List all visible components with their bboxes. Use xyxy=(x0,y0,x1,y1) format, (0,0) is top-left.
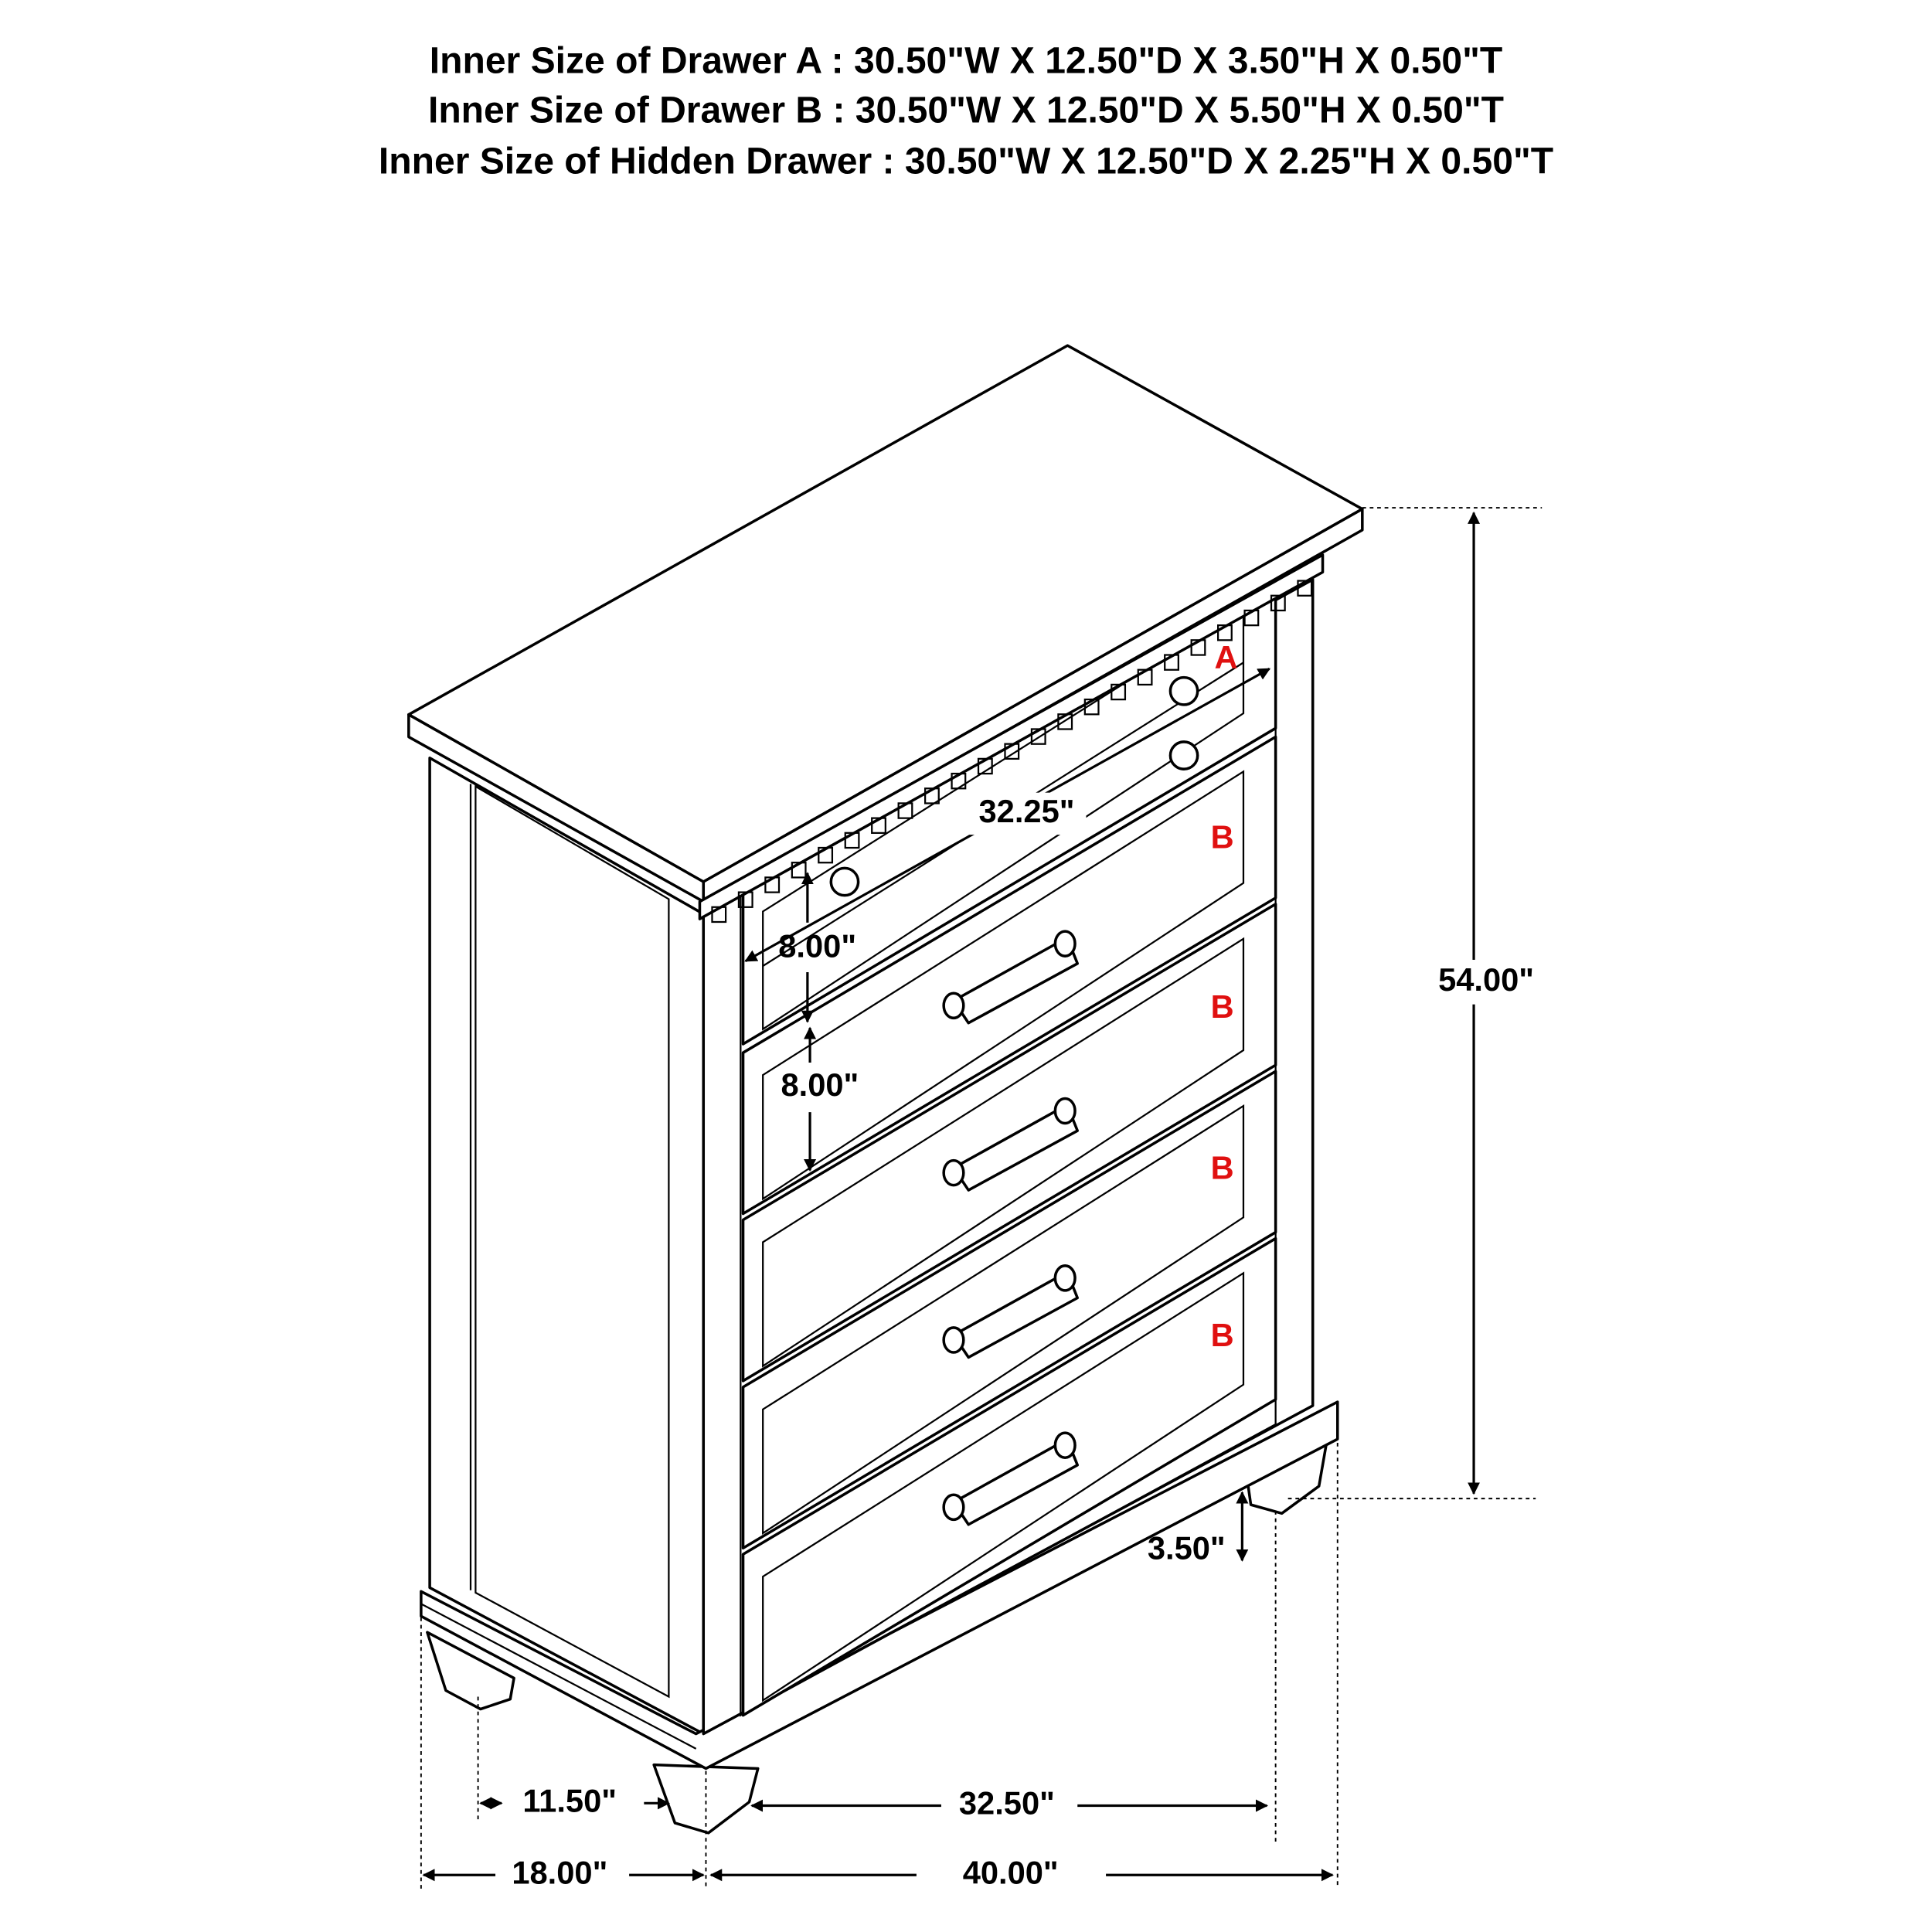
inner-width-dimension: 32.25" xyxy=(979,793,1075,829)
drawer-label-b: B xyxy=(1211,988,1234,1025)
spec-header: Inner Size of Drawer A : 30.50"W X 12.50… xyxy=(379,40,1553,182)
knob xyxy=(829,866,860,897)
drawer-label-b: B xyxy=(1211,1317,1234,1353)
front-left-foot xyxy=(652,1763,760,1835)
back-left-foot xyxy=(426,1631,515,1711)
drawer-pull-handle xyxy=(942,1431,1079,1526)
drawer-pull-handle xyxy=(942,1097,1079,1192)
drawer-height-dimension: 8.00" xyxy=(778,928,856,964)
knob xyxy=(1168,740,1199,770)
spec-drawer-b: Inner Size of Drawer B : 30.50"W X 12.50… xyxy=(428,90,1504,131)
drawer-label-b: B xyxy=(1211,819,1234,855)
leg-height-dimension: 3.50" xyxy=(1148,1529,1226,1566)
dimension-lines: 54.00" 3.50" 32.25" 8.00" 8.00" 11.50" 1… xyxy=(420,507,1549,1890)
drawer-pull-handle xyxy=(942,1264,1079,1359)
base-plinth xyxy=(420,1400,1339,1770)
drawer-label-b: B xyxy=(1211,1149,1234,1185)
overall-width-dimension: 40.00" xyxy=(963,1854,1059,1890)
height-dimension: 54.00" xyxy=(1438,961,1534,998)
drawer-label-a: A xyxy=(1214,639,1237,675)
front-inner-width-dimension: 32.50" xyxy=(959,1785,1055,1821)
chest-drawing xyxy=(407,344,1364,1835)
spec-drawer-a: Inner Size of Drawer A : 30.50"W X 12.50… xyxy=(430,40,1503,82)
side-inner-depth-dimension: 11.50" xyxy=(522,1782,617,1818)
knob xyxy=(1168,675,1199,706)
drawer-labels: A B B B B xyxy=(1211,639,1238,1353)
spec-hidden-drawer: Inner Size of Hidden Drawer : 30.50"W X … xyxy=(379,140,1553,182)
overall-depth-dimension: 18.00" xyxy=(512,1854,607,1890)
drawer-height-dimension: 8.00" xyxy=(781,1066,859,1103)
